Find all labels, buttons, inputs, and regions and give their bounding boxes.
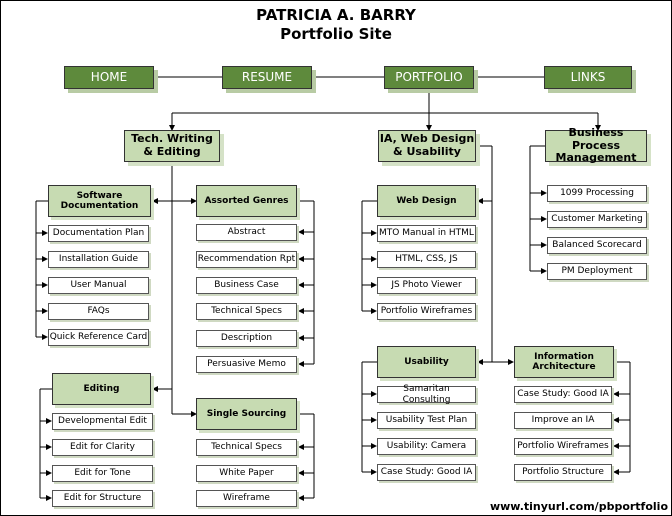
list-item[interactable]: Persuasive Memo bbox=[196, 356, 297, 373]
list-item[interactable]: Description bbox=[196, 330, 297, 347]
list-item[interactable]: Edit for Clarity bbox=[52, 439, 153, 456]
list-item[interactable]: Usability Test Plan bbox=[377, 412, 476, 429]
list-item[interactable]: Edit for Tone bbox=[52, 465, 153, 482]
nav-portfolio-button[interactable]: PORTFOLIO bbox=[384, 66, 474, 89]
list-item[interactable]: Portfolio Structure bbox=[514, 464, 612, 481]
list-item[interactable]: Developmental Edit bbox=[52, 413, 153, 430]
category-business-process[interactable]: Business Process Management bbox=[545, 126, 647, 164]
list-item[interactable]: Installation Guide bbox=[48, 251, 149, 268]
list-item[interactable]: Edit for Structure bbox=[52, 490, 153, 507]
nav-links-button[interactable]: LINKS bbox=[544, 66, 632, 89]
list-item[interactable]: Case Study: Good IA bbox=[514, 386, 612, 403]
list-item[interactable]: Technical Specs bbox=[196, 439, 297, 456]
nav-home-button[interactable]: HOME bbox=[64, 66, 154, 89]
list-item[interactable]: Samaritan Consulting bbox=[377, 384, 476, 405]
category-ia-web-design[interactable]: IA, Web Design & Usability bbox=[378, 130, 476, 162]
list-item[interactable]: Documentation Plan bbox=[48, 225, 149, 242]
footer-url[interactable]: www.tinyurl.com/pbportfolio bbox=[489, 500, 668, 513]
list-item[interactable]: Customer Marketing bbox=[547, 211, 647, 228]
list-item[interactable]: Usability: Camera bbox=[377, 438, 476, 455]
list-item[interactable]: Wireframe bbox=[196, 490, 297, 507]
list-item[interactable]: Case Study: Good IA bbox=[377, 464, 476, 481]
list-item[interactable]: User Manual bbox=[48, 277, 149, 294]
list-item[interactable]: White Paper bbox=[196, 465, 297, 482]
assorted-genres-header[interactable]: Assorted Genres bbox=[196, 185, 297, 217]
page-subtitle: Portfolio Site bbox=[280, 25, 392, 43]
category-tech-writing[interactable]: Tech. Writing & Editing bbox=[124, 130, 220, 162]
information-architecture-header[interactable]: Information Architecture bbox=[514, 346, 614, 378]
list-item[interactable]: Portfolio Wireframes bbox=[377, 303, 476, 320]
software-documentation-header[interactable]: Software Documentation bbox=[48, 185, 151, 217]
list-item[interactable]: PM Deployment bbox=[547, 263, 647, 280]
list-item[interactable]: Quick Reference Card bbox=[48, 329, 149, 346]
list-item[interactable]: Abstract bbox=[196, 224, 297, 241]
list-item[interactable]: HTML, CSS, JS bbox=[377, 251, 476, 268]
list-item[interactable]: Business Case bbox=[196, 277, 297, 294]
list-item[interactable]: Portfolio Wireframes bbox=[514, 438, 612, 455]
list-item[interactable]: Balanced Scorecard bbox=[547, 237, 647, 254]
page-title: PATRICIA A. BARRY bbox=[256, 6, 416, 24]
list-item[interactable]: Improve an IA bbox=[514, 412, 612, 429]
usability-header[interactable]: Usability bbox=[377, 346, 476, 378]
list-item[interactable]: JS Photo Viewer bbox=[377, 277, 476, 294]
list-item[interactable]: 1099 Processing bbox=[547, 185, 647, 202]
web-design-header[interactable]: Web Design bbox=[377, 185, 476, 217]
single-sourcing-header[interactable]: Single Sourcing bbox=[196, 398, 297, 430]
list-item[interactable]: Technical Specs bbox=[196, 303, 297, 320]
list-item[interactable]: FAQs bbox=[48, 303, 149, 320]
list-item[interactable]: Recommendation Rpt bbox=[196, 251, 297, 268]
nav-resume-button[interactable]: RESUME bbox=[222, 66, 312, 89]
editing-header[interactable]: Editing bbox=[52, 373, 151, 405]
list-item[interactable]: MTO Manual in HTML bbox=[377, 225, 476, 242]
